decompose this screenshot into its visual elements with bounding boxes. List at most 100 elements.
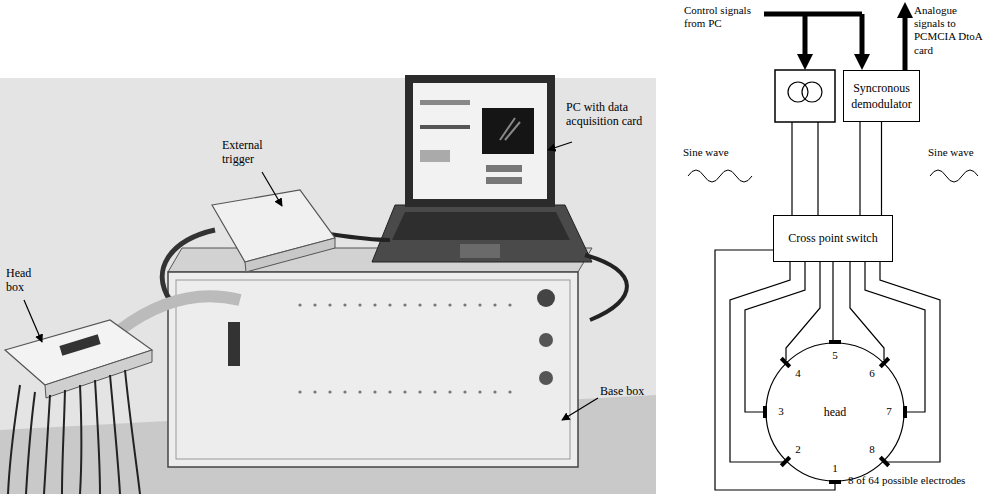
equipment-photo [358,303,361,306]
photo-label: PC with data acquisition card [566,100,652,129]
electrode [879,357,890,368]
equipment-photo [403,303,406,306]
equipment-photo [313,303,316,306]
sine-wave [930,170,978,182]
equipment-photo [298,303,301,306]
equipment-photo [508,303,511,306]
wire [880,262,940,462]
wire [859,122,860,215]
equipment-photo [585,255,627,320]
electrode [780,357,791,368]
electrode-number: 8 [869,443,875,456]
equipment-photo [539,371,553,385]
equipment-photo [313,390,316,393]
electrode-number: 7 [886,405,892,418]
wire [715,250,835,490]
demodulator-box: Syncronous demodulator [843,70,920,122]
equipment-photo [8,385,20,494]
equipment-photo [486,177,522,184]
equipment-photo [162,230,215,300]
equipment-photo [392,212,570,240]
equipment-photo [343,303,346,306]
equipment-photo [388,303,391,306]
node-text: Cross point switch [788,230,877,246]
signal-bus [803,14,808,62]
equipment-photo [176,280,570,459]
signal-label: Control signals from PC [684,4,760,30]
equipment-photo [358,390,361,393]
signal-label: Sine wave [683,146,745,159]
equipment-photo [62,390,65,494]
equipment-photo [433,303,436,306]
signal-bus [903,10,908,70]
equipment-photo [373,303,376,306]
equipment-photo [0,78,656,494]
equipment-photo [493,390,496,393]
equipment-photo [328,390,331,393]
head-circle: head [765,342,905,482]
electrode-number: 3 [778,405,784,418]
signal-bus [764,10,905,70]
equipment-photo [120,296,240,330]
electrode [763,340,907,484]
equipment-photo [245,238,335,272]
signal-bus [764,12,862,17]
equipment-photo [328,303,331,306]
equipment-photo [482,108,534,154]
circle-outline [766,343,904,481]
photo-label: Head box [6,266,50,295]
equipment-photo [418,303,421,306]
leader-arrow [24,300,42,342]
equipment-photo [418,390,421,393]
wire [715,122,940,490]
node-text: Syncronous demodulator [848,80,915,112]
equipment-photo [448,303,451,306]
equipment-photo [493,303,496,306]
equipment-photo [478,303,481,306]
equipment-photo [26,392,35,494]
equipment-photo [420,150,450,162]
leader-arrow [24,142,598,420]
electrode-number: 4 [795,367,801,380]
equipment-photo [403,390,406,393]
wire-connector [832,262,833,342]
equipment-photo [508,390,511,393]
caption-note: 8 of 64 possible electrodes [848,474,990,487]
equipment-photo [500,118,520,140]
signal-label: Sine wave [928,146,988,159]
equipment-photo [405,75,555,207]
equipment-photo [228,322,240,366]
wire [786,262,820,360]
electrode [879,456,890,467]
equipment-photo [45,350,152,398]
leader-arrow [548,142,572,150]
equipment-photo [298,390,301,393]
equipment-photo [388,390,391,393]
equipment-photo [486,165,522,172]
wire [817,122,818,215]
photo-label: Base box [600,384,652,398]
electrode-number: 5 [832,349,838,362]
wire-connector [881,122,882,215]
sine-wave [688,170,978,182]
electrode-number: 2 [795,443,801,456]
equipment-photo [478,390,481,393]
node-text: head [824,404,847,420]
equipment-photo [537,289,555,307]
electrode-number: 1 [832,462,838,475]
wire [791,122,792,215]
transformer-box [775,70,835,122]
wire [730,262,790,462]
leader-arrow [262,172,282,206]
equipment-photo [463,303,466,306]
leader-arrow [562,398,598,420]
equipment-photo [413,83,547,199]
equipment-photo [343,390,346,393]
wire [850,262,884,360]
transformer-box [802,82,822,102]
equipment-photo [95,380,100,494]
transformer-box [775,70,835,122]
photo-label: External trigger [222,138,294,167]
